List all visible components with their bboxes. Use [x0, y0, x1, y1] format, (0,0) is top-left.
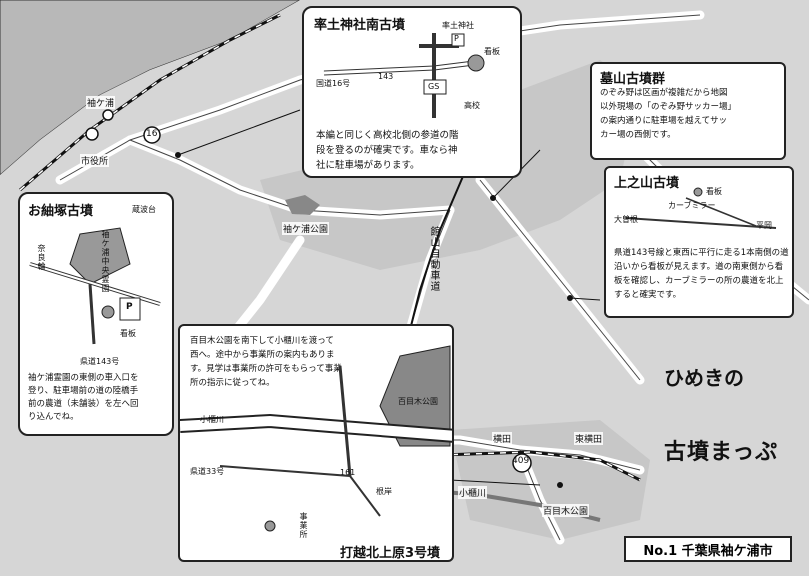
panel-uchikoshi: 百目木公園を南下して小櫃川を渡って西へ。途中から事業所の案内もあります。見学は事… [178, 324, 454, 562]
kaminoyama-sign-label: 看板 [706, 187, 722, 196]
city-hall-marker [85, 127, 99, 141]
sodegaura-park-label: 袖ケ浦公園 [282, 222, 330, 235]
yokota-label: 横田 [492, 432, 513, 445]
expressway-label: 館山自動車道 [428, 226, 439, 292]
uchikoshi-mini-map [180, 345, 452, 532]
otsuka-cemetery-label: 袖ケ浦中央霊園 [101, 230, 110, 293]
otsuka-narawa-label: 奈良輪 [37, 244, 46, 271]
uchikoshi-negishi-label: 根岸 [376, 487, 392, 496]
footer-title: No.1 千葉県袖ケ浦市 [624, 536, 792, 562]
sadato-kofun-marker [467, 54, 485, 72]
otsuka-cemetery-area [69, 227, 131, 285]
panel-sadato-title: 率土神社南古墳 [314, 18, 406, 33]
uchikoshi-park-label: 百目木公園 [398, 397, 438, 406]
panel-kaminoyama-desc: 県道143号線と東西に平行に走る1本南側の道沿いから看板が見えます。道の南東側か… [614, 248, 789, 300]
panel-sadato: 率土神社南古墳 率土神社 P 看板 143 国道16号 GS 高校 本編と同じく… [302, 6, 522, 178]
otsuka-parking-label: P [126, 302, 133, 312]
otsuka-kinami-label: 蔵波台 [132, 205, 156, 214]
hyakumeki-park-label: 百目木公園 [542, 504, 590, 517]
otsuka-parking-box [119, 297, 141, 321]
uchikoshi-route161-label: 161 [340, 468, 356, 477]
logo: ひめきの 古墳まっぷ [660, 354, 792, 530]
sadato-parking-box [451, 33, 465, 47]
panel-otsuka: お紬塚古墳 蔵波台 袖ケ浦中央霊園 奈良輪 P 看板 県道143号 袖ケ浦霊園の… [18, 192, 174, 436]
otsuka-route143-label: 県道143号 [80, 357, 120, 366]
panel-otsuka-title: お紬塚古墳 [28, 204, 94, 219]
site-dot-4 [557, 482, 563, 488]
panel-hakayama: 墓山古墳群 のぞみ野は区画が複雑だから地図以外現場の「のぞみ野サッカー場」の案内… [590, 62, 786, 160]
sodegaura-station-label: 袖ケ浦 [86, 96, 116, 109]
uchikoshi-office-label: 事業所 [299, 512, 308, 539]
sadato-sign-label: 看板 [484, 47, 500, 56]
panel-uchikoshi-desc: 百目木公園を南下して小櫃川を渡って西へ。途中から事業所の案内もあります。見学は事… [190, 336, 342, 388]
panel-hakayama-title: 墓山古墳群 [600, 72, 666, 87]
route409-label: 409 [512, 456, 530, 466]
uchikoshi-park-area [379, 345, 451, 447]
route16-label: 16 [146, 129, 158, 139]
panel-sadato-desc: 本編と同じく高校北側の参道の階段を登るのが確実です。車なら神社に駐車場があります… [316, 130, 459, 171]
kaminoyama-kofun-marker [693, 187, 703, 197]
sadato-route16-label: 国道16号 [316, 79, 351, 88]
sadato-gs-box [423, 79, 447, 95]
sodegaura-station-marker [102, 109, 114, 121]
logo-line2: 古墳まっぷ [664, 440, 779, 465]
panel-kaminoyama: 上之山古墳 看板 カーブミラー 大曽根 平岡 県道143号線と東西に平行に走る1… [604, 166, 794, 318]
kaminoyama-mini-map [625, 187, 777, 229]
otsuka-kofun-marker [101, 305, 115, 319]
kaminoyama-mirror-label: カーブミラー [668, 201, 716, 210]
uchikoshi-kofun-marker [264, 520, 276, 532]
logo-line1: ひめきの [664, 366, 744, 390]
panel-kaminoyama-title: 上之山古墳 [614, 176, 680, 191]
uchikoshi-river-label: 小櫃川 [200, 415, 224, 424]
sadato-shrine-label: 率土神社 [442, 21, 474, 30]
sadato-mini-map [323, 33, 485, 118]
panel-uchikoshi-title: 打越北上原3号墳 [340, 546, 441, 561]
city-hall-label: 市役所 [80, 154, 110, 167]
route16-marker [143, 126, 161, 144]
kaminoyama-okura-label: 大曽根 [614, 215, 638, 224]
higashi-yokota-label: 東横田 [574, 432, 604, 445]
sadato-route-label: 143 [378, 72, 394, 81]
park-pond [285, 195, 320, 215]
uchikoshi-route33-label: 県道33号 [190, 467, 225, 476]
sadato-school-label: 高校 [464, 101, 480, 110]
otsuka-mini-map [29, 227, 161, 345]
obitsu-river-label: 小櫃川 [458, 486, 488, 499]
otsuka-sign-label: 看板 [120, 329, 136, 338]
sadato-parking-label: P [454, 34, 459, 43]
expressway [409, 159, 471, 331]
panel-otsuka-desc: 袖ケ浦霊園の東側の車入口を登り、駐車場前の道の陸橋手前の農道（未舗装）を左へ回り… [28, 373, 139, 422]
panel-hakayama-desc: のぞみ野は区画が複雑だから地図以外現場の「のぞみ野サッカー場」の案内通りに駐車場… [600, 88, 732, 140]
route409-marker [512, 453, 532, 473]
kaminoyama-hirakawa-label: 平岡 [756, 221, 772, 230]
sadato-gs-label: GS [428, 82, 440, 91]
